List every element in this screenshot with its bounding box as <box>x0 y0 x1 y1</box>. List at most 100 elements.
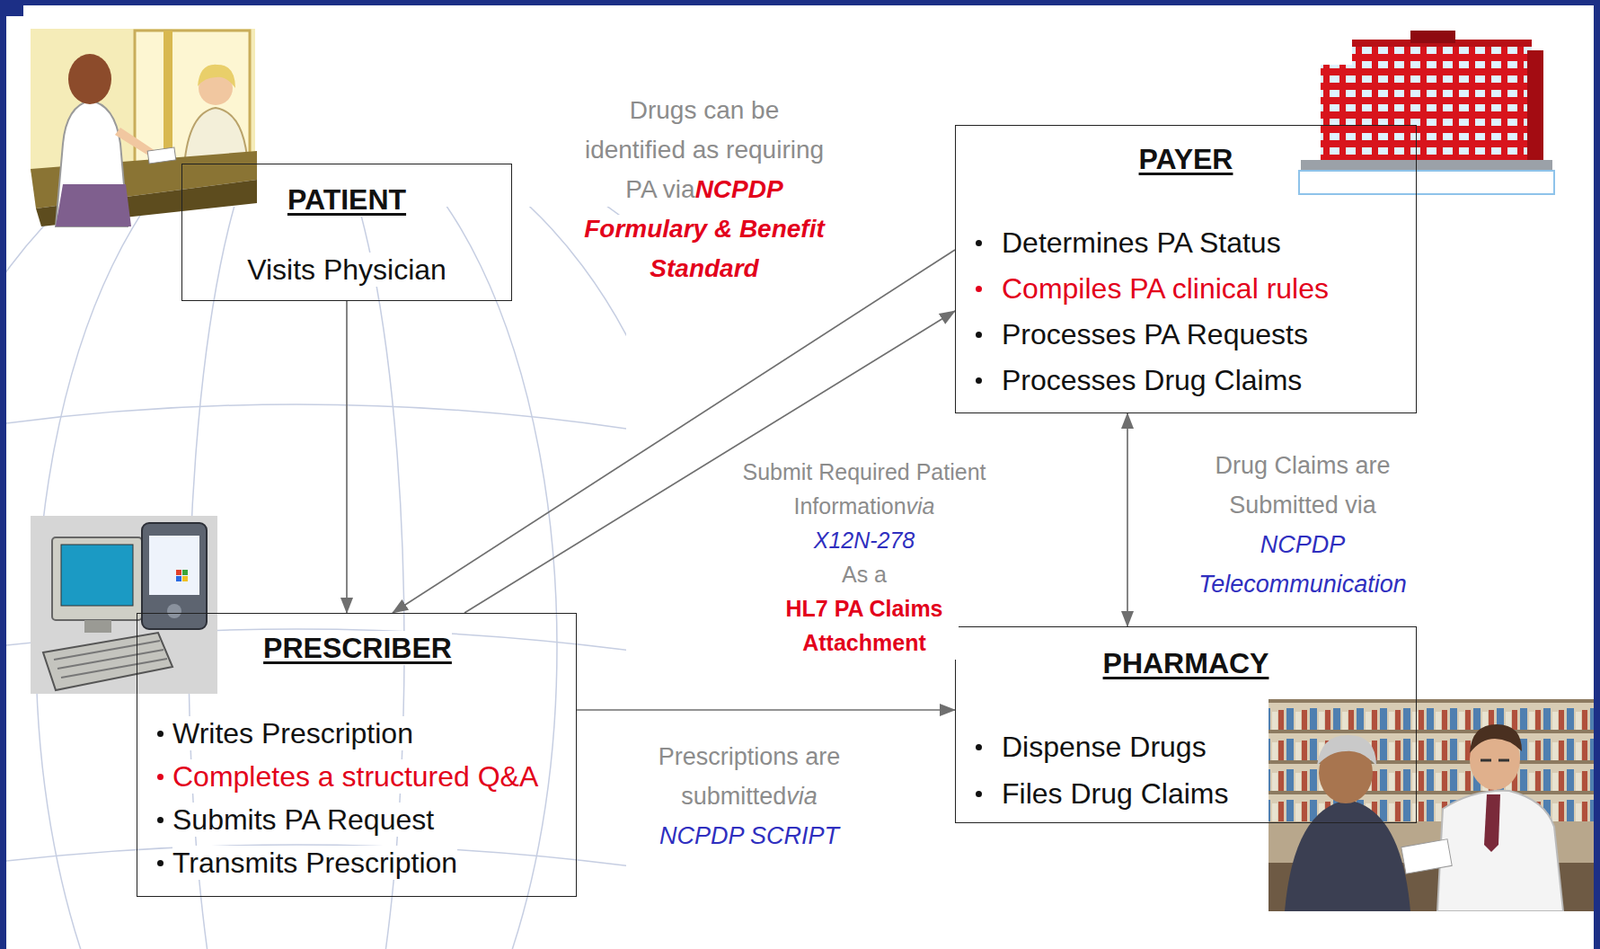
slide-frame-part <box>0 0 1600 6</box>
slide-frame-part <box>0 0 7 949</box>
item-row: Submits PA Request <box>157 797 558 841</box>
computer-clipart-part <box>61 544 133 606</box>
hospital-clipart-part <box>1320 64 1357 162</box>
item-row: Completes a structured Q&A <box>157 754 558 798</box>
pharmacy-photo-part <box>1484 794 1501 852</box>
annotation-text: Submit Required Patient Information <box>742 459 987 519</box>
computer-clipart-part <box>182 569 188 575</box>
actor-task: Writes Prescription <box>172 716 414 751</box>
globe-background-part <box>6 206 627 949</box>
bullet-dot <box>975 285 982 292</box>
item-row: Processes Drug Claims <box>975 357 1397 404</box>
hospital-clipart-part <box>1299 170 1555 195</box>
annotation-text: NCPDP SCRIPT <box>659 815 840 856</box>
hospital-clipart <box>1299 30 1555 195</box>
computer-clipart-part <box>30 515 218 694</box>
bullet-dot <box>157 859 164 867</box>
bullet-dot <box>975 790 982 797</box>
bullet-dot <box>975 743 982 751</box>
computer-clipart-part <box>52 537 142 620</box>
annotation-text: NCPDP Formulary & Benefit Standard <box>583 175 825 283</box>
bullet-dot <box>157 730 164 737</box>
actor-task: Compiles PA clinical rules <box>1001 271 1329 306</box>
annotation-text: Drug Claims are Submitted via <box>1214 451 1390 519</box>
actor-task: Processes Drug Claims <box>1001 362 1302 398</box>
actor-task: Completes a structured Q&A <box>172 759 539 794</box>
actor-box: PATIENT Visits Physician <box>181 163 513 301</box>
pharmacy-photo-part <box>1480 759 1510 762</box>
computer-clipart-part <box>167 603 182 619</box>
item-row: Processes PA Requests <box>975 311 1397 358</box>
actor-task: Files Drug Claims <box>1001 776 1229 811</box>
heading-row: PRESCRIBER <box>157 629 558 666</box>
item-row: Determines PA Status <box>975 220 1397 266</box>
reception-clipart-part <box>134 30 250 166</box>
hospital-clipart-part <box>1300 159 1553 171</box>
item-row: Dispense Drugs <box>975 723 1397 770</box>
reception-clipart <box>30 28 257 227</box>
globe-background <box>6 206 627 949</box>
actor-heading: PAYER <box>1139 141 1234 177</box>
pharmacy-photo-part <box>1268 698 1595 911</box>
computer-clipart <box>30 515 218 694</box>
computer-clipart-part <box>84 619 112 633</box>
bullet-dot <box>975 239 982 247</box>
annotation-text: via <box>786 782 818 810</box>
hospital-clipart-part <box>1352 43 1532 162</box>
flow-arrow <box>576 708 955 711</box>
annotation-group: Prescriptions are submittedviaNCPDP SCRI… <box>636 736 862 856</box>
pharmacy-photo-part <box>1268 698 1595 822</box>
actor-task: Transmits Prescription <box>172 845 458 880</box>
actor-box: PRESCRIBER Writes PrescriptionCompletes a… <box>136 612 577 897</box>
reception-clipart-part <box>197 64 236 89</box>
pharmacy-photo <box>1268 698 1595 911</box>
actor-task: Determines PA Status <box>1001 225 1282 260</box>
reception-clipart-part <box>55 184 132 227</box>
globe-background-part <box>35 206 557 949</box>
pharmacy-photo-part <box>1284 799 1411 911</box>
pharmacy-photo-part <box>1437 790 1564 911</box>
annotation-group: Drugs can be identified as requiring PA … <box>579 90 830 289</box>
computer-clipart-part <box>176 569 182 575</box>
actor-task: Submits PA Request <box>172 802 434 837</box>
globe-background-part <box>6 206 627 949</box>
computer-clipart-part <box>43 632 173 690</box>
actor-task: Visits Physician <box>247 252 447 287</box>
globe-background-part <box>6 404 627 468</box>
annotation-group: Submit Required Patient InformationviaX1… <box>729 454 999 660</box>
bullet-dot <box>157 816 164 823</box>
item-row: Transmits Prescription <box>157 840 558 884</box>
actor-box: PAYER Determines PA StatusCompiles PA cli… <box>954 124 1417 414</box>
heading-row: PATIENT <box>200 181 494 218</box>
pharmacy-photo-part <box>1401 839 1452 875</box>
annotation-text: HL7 PA Claims Attachment <box>769 591 959 660</box>
bullet-dot <box>157 773 164 780</box>
flow-arrow <box>345 300 348 613</box>
pharmacy-photo-part <box>1469 724 1522 753</box>
reception-clipart-part <box>35 179 257 227</box>
hospital-clipart-part <box>1410 30 1456 44</box>
computer-clipart-part <box>149 535 200 595</box>
globe-background-part <box>188 206 405 949</box>
hospital-clipart-part <box>1527 50 1544 162</box>
computer-clipart-part <box>53 640 168 678</box>
flow-arrow <box>392 249 955 613</box>
pharmacy-photo-part <box>1317 734 1377 766</box>
flow-arrow <box>1126 413 1129 627</box>
actor-heading: PATIENT <box>287 182 407 217</box>
computer-clipart-part <box>182 575 188 582</box>
item-row: Visits Physician <box>200 251 494 288</box>
item-row: Compiles PA clinical rules <box>975 265 1397 312</box>
actor-heading: PHARMACY <box>1103 645 1270 681</box>
slide-frame-part <box>0 0 24 17</box>
heading-row: PHARMACY <box>975 645 1397 681</box>
slide-frame-part <box>1593 0 1600 949</box>
actor-heading: PRESCRIBER <box>263 630 452 665</box>
annotation-text: As a <box>841 556 887 592</box>
reception-clipart-part <box>163 30 173 166</box>
annotation-text: via <box>906 493 936 519</box>
annotation-text: X12N-278 <box>813 522 916 557</box>
bullet-dot <box>975 377 982 384</box>
reception-clipart-part <box>68 53 112 105</box>
